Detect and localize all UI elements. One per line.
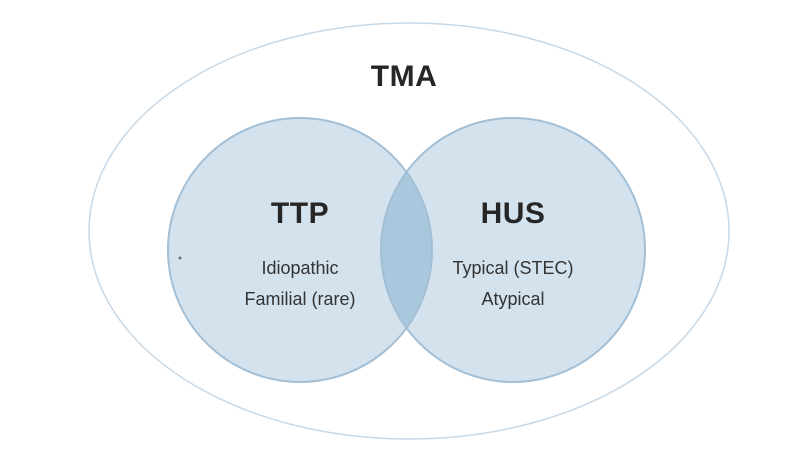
set-items-hus: Typical (STEC) Atypical [452,253,573,315]
set-title-ttp: TTP [270,197,330,230]
circle-hus-outline [380,117,646,383]
circle-ttp-outline [167,117,433,383]
set-items-ttp: Idiopathic Familial (rare) [244,253,355,315]
circle-hus [381,118,645,382]
set-item: Idiopathic [261,258,339,278]
stray-mark-dot [178,256,182,260]
circle-ttp [168,118,432,382]
set-block-ttp: TTP Idiopathic Familial (rare) [244,195,355,315]
set-item: Atypical [481,289,545,309]
set-item: Familial (rare) [244,289,356,309]
set-item: Typical (STEC) [452,258,574,278]
diagram-title-tma: TMA [370,60,438,93]
set-title-hus: HUS [480,197,546,230]
set-block-hus: HUS Typical (STEC) Atypical [452,195,573,315]
